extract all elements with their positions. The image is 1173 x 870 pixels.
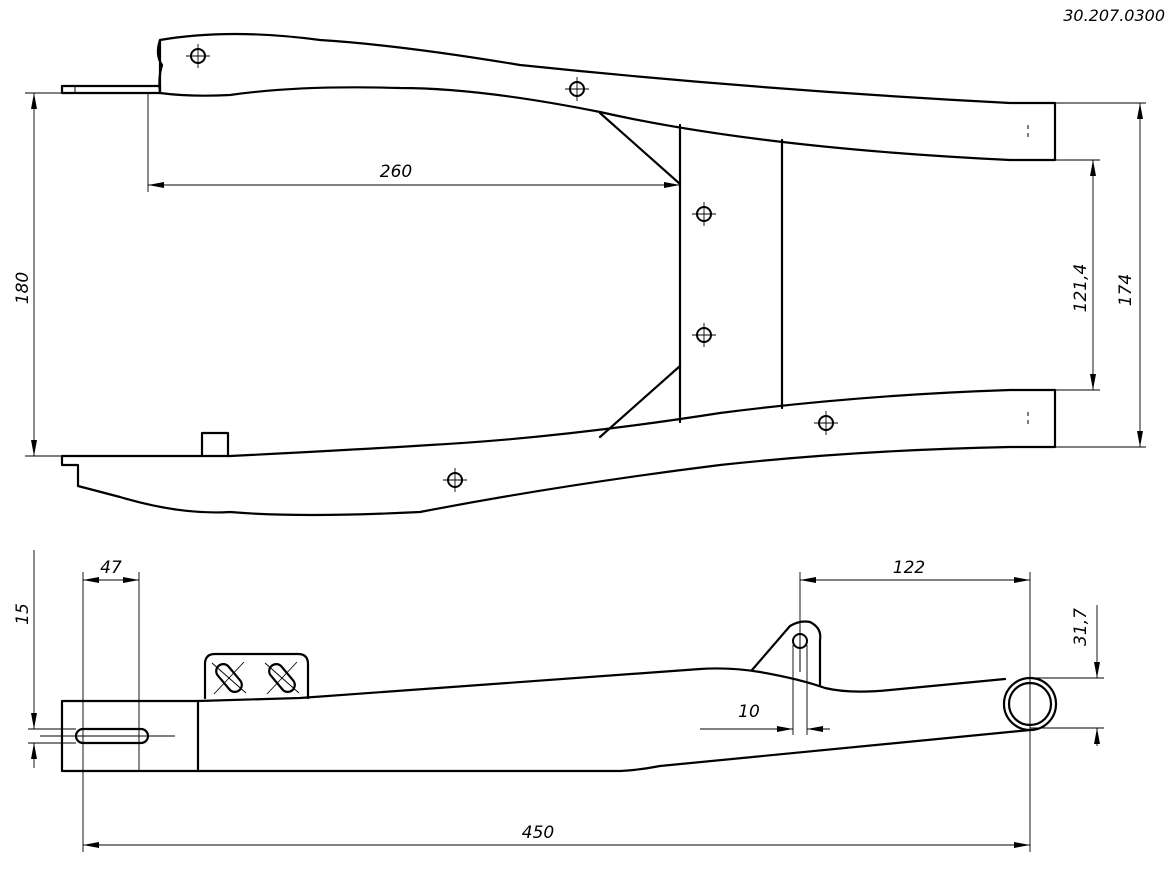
adjuster-bracket	[203, 652, 310, 700]
dimension-31-7-label: 31,7	[1071, 608, 1091, 646]
dimension-121-4-label: 121,4	[1071, 264, 1091, 313]
upper-stub-plate	[60, 84, 162, 95]
document-number: 30.207.0300	[1063, 6, 1165, 25]
dimension-180: 180	[13, 92, 160, 457]
top-view: 260 180 121,4 174	[13, 32, 1146, 517]
upper-arm-outline	[158, 32, 1057, 162]
dimension-174-label: 174	[1116, 274, 1136, 306]
bracket-slot-left	[211, 661, 247, 695]
dimension-260: 260	[147, 93, 680, 192]
side-view: 47 15 122 10	[13, 550, 1104, 852]
dimension-47: 47	[82, 558, 140, 771]
dimension-10: 10	[700, 645, 830, 735]
dimension-31-7: 31,7	[1030, 605, 1104, 746]
dimension-10-label: 10	[738, 702, 760, 722]
bracket-slot-right	[264, 661, 300, 695]
lower-arm-tab	[200, 431, 230, 458]
side-arm-outline	[196, 667, 1032, 773]
dimension-450-label: 450	[522, 823, 554, 843]
hole-upper-end	[186, 44, 210, 68]
dimension-174: 174	[1055, 102, 1146, 448]
hole-lower-mid	[443, 468, 467, 492]
dimension-47-label: 47	[100, 558, 122, 578]
dimension-15-label: 15	[13, 603, 33, 625]
upper-arm-break-line	[156, 38, 164, 95]
hole-plate-bottom	[692, 323, 716, 347]
upper-gusset	[598, 111, 682, 186]
shock-ear-hole	[792, 626, 808, 672]
dimension-260-label: 260	[380, 162, 412, 182]
hole-lower-right	[814, 411, 838, 435]
dimension-122-label: 122	[893, 558, 925, 578]
hole-plate-top	[692, 202, 716, 226]
dimension-15: 15	[13, 550, 76, 768]
lower-arm-outline	[60, 388, 1057, 517]
lower-gusset	[598, 364, 682, 439]
dimension-450: 450	[82, 771, 1030, 852]
shock-ear	[750, 620, 822, 687]
dimension-121-4: 121,4	[1055, 159, 1100, 391]
hole-upper-mid	[565, 77, 589, 101]
dimension-180-label: 180	[13, 272, 33, 304]
dimension-122: 122	[799, 558, 1031, 852]
